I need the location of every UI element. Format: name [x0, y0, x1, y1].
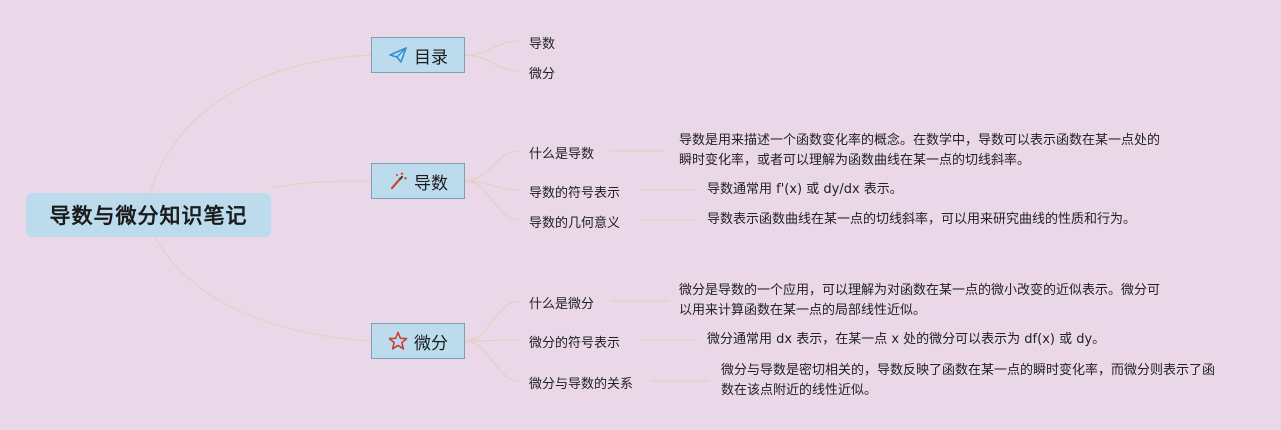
paper-plane-icon	[388, 45, 408, 65]
list-item-what-is-derivative[interactable]: 什么是导数	[529, 147, 595, 162]
differential-notation-text: 微分通常用 dx 表示，在某一点 x 处的微分可以表示为 df(x) 或 dy。	[707, 332, 1106, 347]
list-item-differential[interactable]: 微分	[529, 67, 556, 82]
magic-wand-icon	[388, 171, 408, 191]
relation-text: 微分与导数是密切相关的，导数反映了函数在某一点的瞬时变化率，而微分则表示了函数在…	[721, 363, 1216, 398]
branch-derivative[interactable]: 导数	[371, 163, 465, 199]
derivative-definition-text: 导数是用来描述一个函数变化率的概念。在数学中，导数可以表示函数在某一点处的瞬时变…	[679, 133, 1161, 168]
branch-differential[interactable]: 微分	[371, 323, 465, 359]
list-item-derivative-geometry[interactable]: 导数的几何意义	[529, 216, 621, 231]
list-item-derivative-notation[interactable]: 导数的符号表示	[529, 186, 621, 201]
list-item-differential-derivative-relation[interactable]: 微分与导数的关系	[529, 377, 634, 392]
branch-contents[interactable]: 目录	[371, 37, 465, 73]
branch-label: 导数	[414, 173, 448, 194]
branch-label: 目录	[414, 47, 448, 68]
root-title: 导数与微分知识笔记	[49, 204, 248, 228]
list-item-differential-notation[interactable]: 微分的符号表示	[529, 336, 621, 351]
star-icon	[388, 331, 408, 351]
root-node[interactable]: 导数与微分知识笔记	[26, 193, 271, 237]
branch-label: 微分	[414, 333, 448, 354]
differential-definition-text: 微分是导数的一个应用，可以理解为对函数在某一点的微小改变的近似表示。微分可以用来…	[679, 283, 1161, 318]
list-item-what-is-differential[interactable]: 什么是微分	[529, 297, 595, 312]
list-item-derivative[interactable]: 导数	[529, 37, 556, 52]
derivative-geometry-text: 导数表示函数曲线在某一点的切线斜率，可以用来研究曲线的性质和行为。	[707, 212, 1137, 227]
derivative-notation-text: 导数通常用 f'(x) 或 dy/dx 表示。	[707, 182, 903, 197]
